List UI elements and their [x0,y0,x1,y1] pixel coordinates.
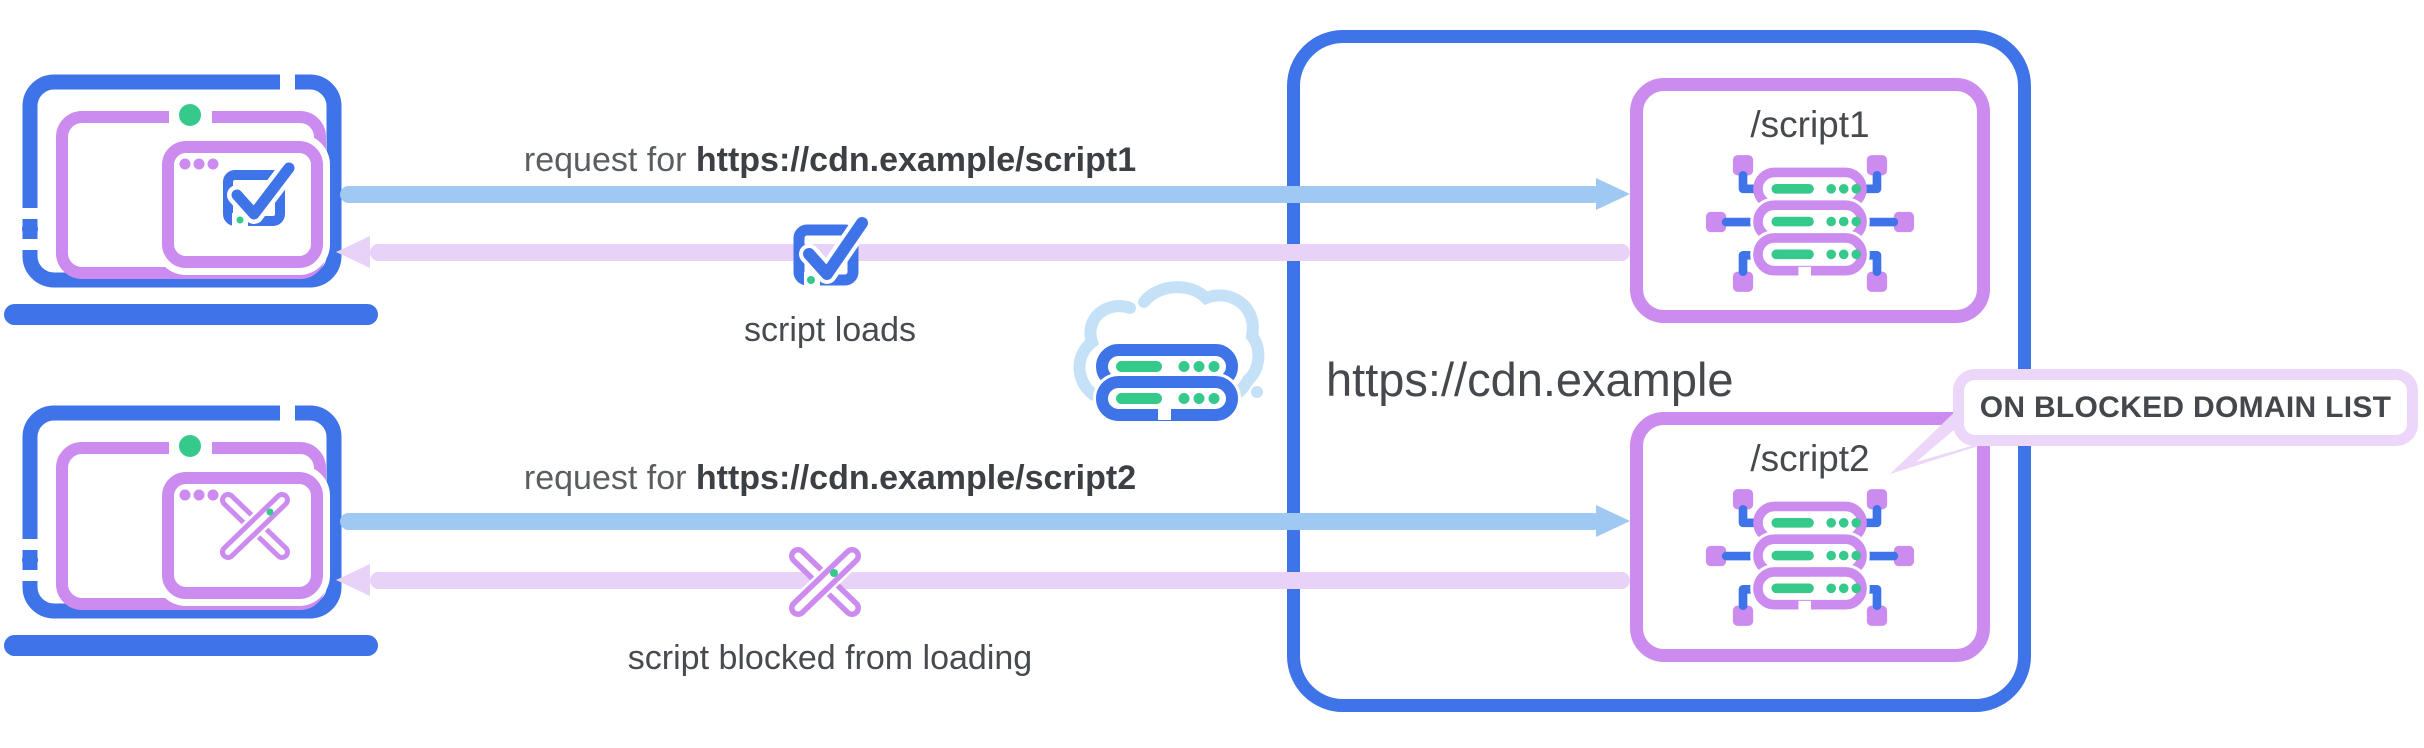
check-square-icon [793,213,870,288]
response-arrow-script1 [370,244,1630,261]
script-loads-label: script loads [744,311,916,349]
check-square-icon [223,158,299,227]
laptop-check-icon [4,69,378,325]
request-prefix: request for [523,141,696,179]
request-arrowhead-script1 [1596,178,1630,210]
blocked-domain-callout-text: ON BLOCKED DOMAIN LIST [1979,390,2392,424]
request-arrow-script2 [340,513,1602,530]
request-prefix: request for [523,459,696,497]
blocked-x-icon [217,489,293,563]
request-arrow-script1 [340,186,1602,203]
laptop-blocked-icon [4,400,378,656]
cloud-server-icon [1073,281,1265,424]
server-rack-icon [1705,489,1915,626]
cdn-domain-label: https://cdn.example [1326,353,1734,406]
blocked-domain-callout: ON BLOCKED DOMAIN LIST [1953,369,2418,446]
server-rack-icon [1705,155,1915,292]
request-script1-label: request for https://cdn.example/script1 [340,141,1320,180]
request-url: https://cdn.example/script1 [695,141,1137,179]
endpoint-script1-box: /script1 [1630,78,1990,323]
endpoint-script2-label: /script2 [1750,438,1870,479]
request-script2-label: request for https://cdn.example/script2 [340,459,1320,498]
response-arrowhead-script1 [336,236,370,268]
endpoint-script1-label: /script1 [1750,104,1870,145]
response-arrowhead-script2 [336,564,370,596]
response-arrow-script2 [370,572,1630,589]
blocked-x-icon [786,544,864,620]
request-url: https://cdn.example/script2 [695,459,1137,497]
request-arrowhead-script2 [1596,505,1630,537]
script-blocked-label: script blocked from loading [627,639,1033,677]
